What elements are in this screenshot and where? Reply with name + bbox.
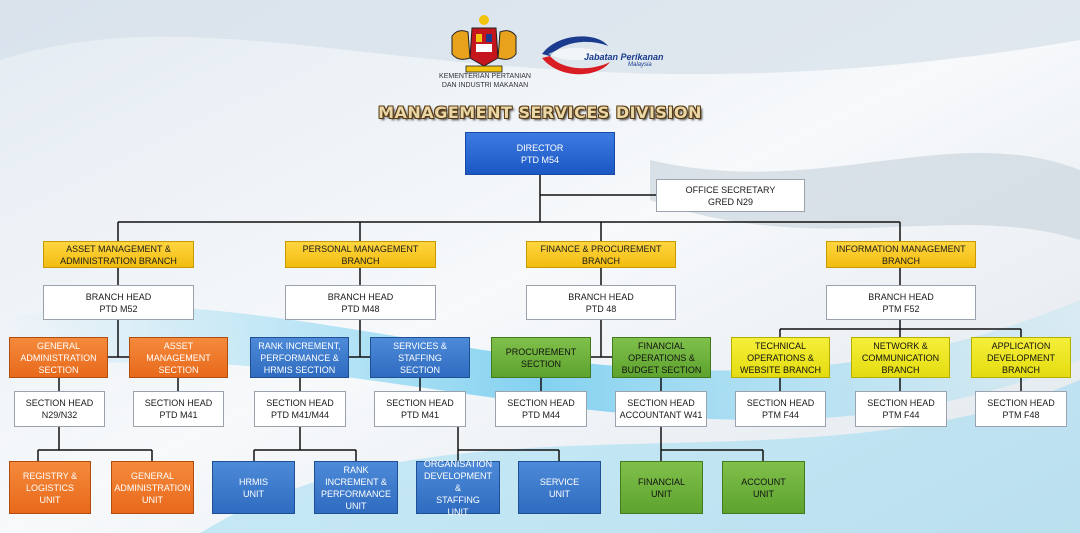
hrmis-unit-box: HRMIS UNIT [212, 461, 295, 514]
rank-increment-section-box: RANK INCREMENT, PERFORMANCE & HRMIS SECT… [250, 337, 349, 378]
fisheries-department-logo-icon [542, 36, 610, 75]
service-unit-box: SERVICE UNIT [518, 461, 601, 514]
branch-head-1-box: BRANCH HEAD PTD M52 [43, 285, 194, 320]
rank-increment-performance-unit-box: RANK INCREMENT & PERFORMANCE UNIT [314, 461, 398, 514]
section-head-5-box: SECTION HEAD PTD M44 [495, 391, 587, 427]
technical-operations-branch-box: TECHNICAL OPERATIONS & WEBSITE BRANCH [731, 337, 830, 378]
general-administration-unit-box: GENERAL ADMINISTRATION UNIT [111, 461, 194, 514]
director-box: DIRECTOR PTD M54 [465, 132, 615, 175]
financial-unit-box: FINANCIAL UNIT [620, 461, 703, 514]
application-development-branch-box: APPLICATION DEVELOPMENT BRANCH [971, 337, 1071, 378]
network-communication-branch-box: NETWORK & COMMUNICATION BRANCH [851, 337, 950, 378]
finance-procurement-branch-box: FINANCE & PROCUREMENT BRANCH [526, 241, 676, 268]
page-title: MANAGEMENT SERVICES DIVISION [378, 103, 702, 122]
general-administration-section-box: GENERAL ADMINISTRATION SECTION [9, 337, 108, 378]
organisation-development-staffing-unit-box: ORGANISATION DEVELOPMENT & STAFFING UNIT [416, 459, 500, 517]
section-head-4-box: SECTION HEAD PTD M41 [374, 391, 466, 427]
asset-management-section-box: ASSET MANAGEMENT SECTION [129, 337, 228, 378]
section-head-1-box: SECTION HEAD N29/N32 [14, 391, 105, 427]
section-head-6-box: SECTION HEAD ACCOUNTANT W41 [615, 391, 707, 427]
branch-head-4-box: BRANCH HEAD PTM F52 [826, 285, 976, 320]
financial-operations-section-box: FINANCIAL OPERATIONS & BUDGET SECTION [612, 337, 711, 378]
information-management-branch-box: INFORMATION MANAGEMENT BRANCH [826, 241, 976, 268]
services-staffing-section-box: SERVICES & STAFFING SECTION [370, 337, 470, 378]
fisheries-department-name: Jabatan Perikanan [584, 52, 664, 62]
section-head-8-box: SECTION HEAD PTM F44 [855, 391, 947, 427]
account-unit-box: ACCOUNT UNIT [722, 461, 805, 514]
fisheries-department-country: Malaysia [628, 62, 652, 68]
personal-management-branch-box: PERSONAL MANAGEMENT BRANCH [285, 241, 436, 268]
section-head-2-box: SECTION HEAD PTD M41 [133, 391, 224, 427]
branch-head-2-box: BRANCH HEAD PTD M48 [285, 285, 436, 320]
asset-management-branch-box: ASSET MANAGEMENT & ADMINISTRATION BRANCH [43, 241, 194, 268]
registry-logistics-unit-box: REGISTRY & LOGISTICS UNIT [9, 461, 91, 514]
section-head-3-box: SECTION HEAD PTD M41/M44 [254, 391, 346, 427]
office-secretary-box: OFFICE SECRETARY GRED N29 [656, 179, 805, 212]
procurement-section-box: PROCUREMENT SECTION [491, 337, 591, 378]
section-head-9-box: SECTION HEAD PTM F48 [975, 391, 1067, 427]
section-head-7-box: SECTION HEAD PTM F44 [735, 391, 826, 427]
malaysia-coat-of-arms-icon [451, 15, 517, 73]
branch-head-3-box: BRANCH HEAD PTD 48 [526, 285, 676, 320]
ministry-name: KEMENTERIAN PERTANIAN DAN INDUSTRI MAKAN… [439, 73, 531, 89]
